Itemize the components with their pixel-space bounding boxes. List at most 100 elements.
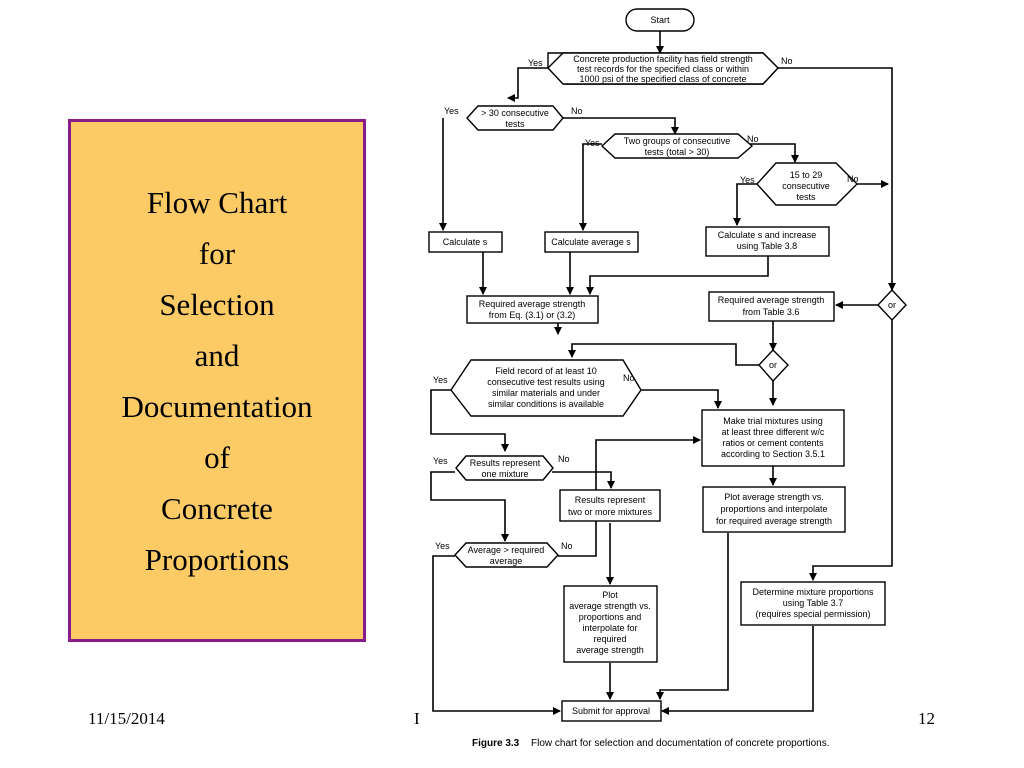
box-determine-line2: using Table 3.7 [783,598,843,608]
box-plot-right-line2: proportions and interpolate [720,504,827,514]
decision-average-line2: average [490,556,523,566]
decision-two-groups-line1: Two groups of consecutive [624,136,731,146]
box-trial-line1: Make trial mixtures using [723,416,823,426]
box-calculate-s-increase-line2: using Table 3.8 [737,241,797,251]
start-node: Start [625,8,695,32]
box-plot-left-line6: average strength [576,645,644,655]
page-number: 12 [918,709,935,728]
box-calculate-s: Calculate s [428,231,503,253]
decision-field-record-line1: Field record of at least 10 [495,366,597,376]
decision-15-29-tests: 15 to 29 consecutive tests [756,162,858,206]
connectors [430,31,896,715]
box-plot-left-line5: required [593,634,626,644]
box-plot-right-line3: for required average strength [716,516,832,526]
box-required-table-line1: Required average strength [718,295,825,305]
box-calculate-s-increase-line1: Calculate s and increase [718,230,817,240]
decision-field-records-line3: 1000 psi of the specified class of concr… [579,74,746,84]
box-trial-line4: according to Section 3.5.1 [721,449,825,459]
box-submit-approval: Submit for approval [561,700,662,722]
decision-30-tests-line2: tests [505,119,525,129]
decision-average-required: Average > required average [454,542,559,568]
box-determine-mixture: Determine mixture proportions using Tabl… [740,581,886,626]
decision-results-one-line2: one mixture [481,469,528,479]
decision-field-records: Concrete production facility has field s… [547,52,779,85]
box-submit-text: Submit for approval [572,706,650,716]
footer-date: 11/15/2014 [88,709,165,728]
decision-15-29-line1: 15 to 29 [790,170,823,180]
yes-label: Yes [740,175,755,185]
decision-field-records-line1: Concrete production facility has field s… [573,54,753,64]
title-line: Flow Chart [146,184,288,220]
decision-field-record-10: Field record of at least 10 consecutive … [450,359,642,417]
no-label: No [558,454,570,464]
box-plot-average-left: Plot average strength vs. proportions an… [563,585,658,663]
yes-label: Yes [433,456,448,466]
yes-label: Yes [528,58,543,68]
decision-two-groups-line2: tests (total > 30) [645,147,710,157]
no-label: No [747,134,759,144]
yes-label: Yes [433,375,448,385]
title-line: of [204,439,230,475]
title-box: Flow Chart for Selection and Documentati… [68,119,366,642]
box-required-table: Required average strength from Table 3.6 [708,291,835,322]
start-text: Start [650,15,670,25]
box-plot-left-line4: interpolate for [582,623,637,633]
or-diamond-middle-text: or [769,360,777,370]
box-trial-line2: at least three different w/c [722,427,825,437]
or-diamond-middle: or [758,348,789,383]
box-plot-left-line1: Plot [602,590,618,600]
figure-caption-text: Flow chart for selection and documentati… [531,738,830,749]
box-results-two-line1: Results represent [575,495,646,505]
or-diamond-right-text: or [888,300,896,310]
title-line: Proportions [144,541,290,577]
box-calculate-average-s-text: Calculate average s [551,237,631,247]
decision-field-record-line2: consecutive test results using [487,377,605,387]
figure-number: Figure 3.3 [472,738,520,749]
yes-label: Yes [444,106,459,116]
box-results-two: Results represent two or more mixtures [559,489,661,522]
title-line: Selection [159,286,275,322]
box-plot-right-line1: Plot average strength vs. [724,492,824,502]
box-required-eq: Required average strength from Eq. (3.1)… [466,295,599,324]
box-calculate-s-increase: Calculate s and increase using Table 3.8 [705,226,830,257]
box-required-eq-line2: from Eq. (3.1) or (3.2) [489,310,576,320]
no-label: No [561,541,573,551]
yes-label: Yes [585,138,600,148]
box-trial-mixtures: Make trial mixtures using at least three… [701,409,845,467]
title-line: Concrete [161,490,273,526]
box-calculate-s-text: Calculate s [443,237,488,247]
box-plot-average-right: Plot average strength vs. proportions an… [702,486,846,533]
decision-30-tests-line1: > 30 consecutive [481,108,549,118]
title-line: for [198,235,236,271]
decision-30-tests: > 30 consecutive tests [466,105,564,131]
yes-label: Yes [435,541,450,551]
decision-15-29-line3: tests [796,192,816,202]
no-label: No [623,373,635,383]
no-label: No [571,106,583,116]
decision-field-record-line4: similar conditions is available [488,399,604,409]
decision-field-record-line3: similar materials and under [492,388,600,398]
no-label: No [847,174,859,184]
box-plot-left-line3: proportions and [579,612,642,622]
box-determine-line3: (requires special permission) [755,609,870,619]
title-line: Documentation [121,388,313,424]
or-diamond-right: or [877,288,907,322]
box-required-eq-line1: Required average strength [479,299,586,309]
box-calculate-average-s: Calculate average s [544,231,639,253]
branch-labels: Yes No Yes No Yes No Yes No Yes No Yes N… [433,56,859,551]
decision-field-records-line2: test records for the specified class or … [577,64,749,74]
box-required-table-line2: from Table 3.6 [743,307,800,317]
decision-15-29-line2: consecutive [782,181,830,191]
title-line: and [194,337,240,373]
figure-caption: Figure 3.3 Flow chart for selection and … [472,738,830,749]
box-trial-line3: ratios or cement contents [722,438,824,448]
no-label: No [781,56,793,66]
box-plot-left-line2: average strength vs. [569,601,651,611]
box-determine-line1: Determine mixture proportions [752,587,874,597]
box-results-two-line2: two or more mixtures [568,507,653,517]
decision-average-line1: Average > required [468,545,545,555]
decision-results-one: Results represent one mixture [455,455,554,481]
decision-results-one-line1: Results represent [470,458,541,468]
decision-two-groups: Two groups of consecutive tests (total >… [600,133,754,159]
